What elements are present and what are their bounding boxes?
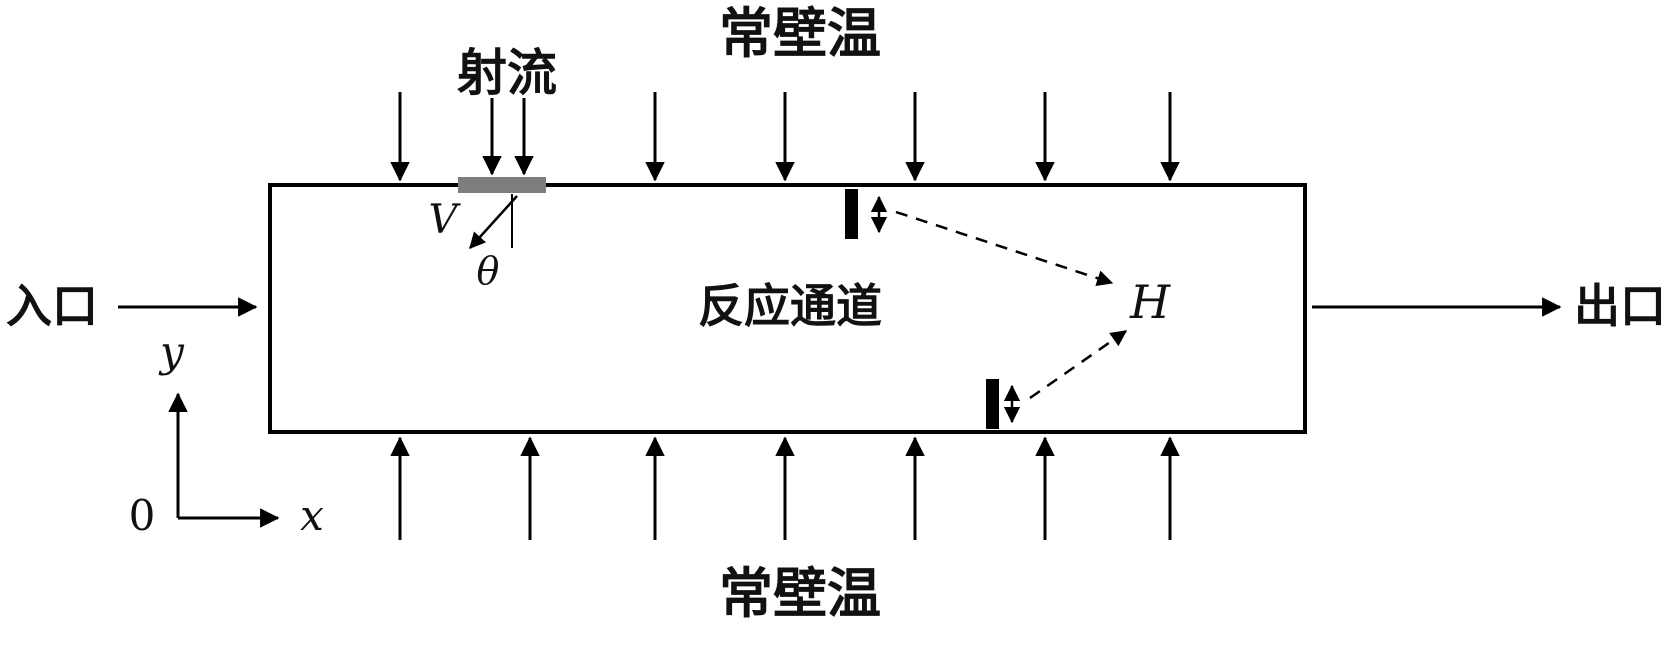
jet-angle-symbol: θ bbox=[477, 249, 500, 293]
inlet-label: 入口 bbox=[6, 280, 98, 332]
height-marker-bottom bbox=[986, 329, 1128, 429]
heat-flux-arrows-top bbox=[390, 92, 1180, 182]
height-leader-top bbox=[895, 210, 1114, 287]
x-axis-label: x bbox=[300, 491, 324, 540]
coordinate-axes bbox=[168, 392, 280, 528]
channel-outline bbox=[268, 183, 1307, 434]
jet-velocity-arrow bbox=[469, 195, 518, 249]
height-marker-bar-top bbox=[845, 189, 858, 239]
jet-velocity-symbol: V bbox=[429, 197, 462, 243]
bottom-wall-temperature-label: 常壁温 bbox=[719, 564, 881, 624]
outlet-label: 出口 bbox=[1574, 280, 1666, 332]
y-axis-label: y bbox=[158, 327, 185, 376]
channel-label: 反应通道 bbox=[698, 280, 882, 332]
height-symbol: H bbox=[1129, 275, 1171, 329]
origin-label: 0 bbox=[129, 491, 156, 540]
top-wall-temperature-label: 常壁温 bbox=[719, 4, 881, 64]
jet-slot bbox=[458, 177, 546, 193]
heat-flux-arrows-bottom bbox=[390, 436, 1180, 540]
jet-label: 射流 bbox=[457, 45, 557, 101]
height-marker-top bbox=[845, 189, 1114, 287]
height-marker-bar-bottom bbox=[986, 379, 999, 429]
